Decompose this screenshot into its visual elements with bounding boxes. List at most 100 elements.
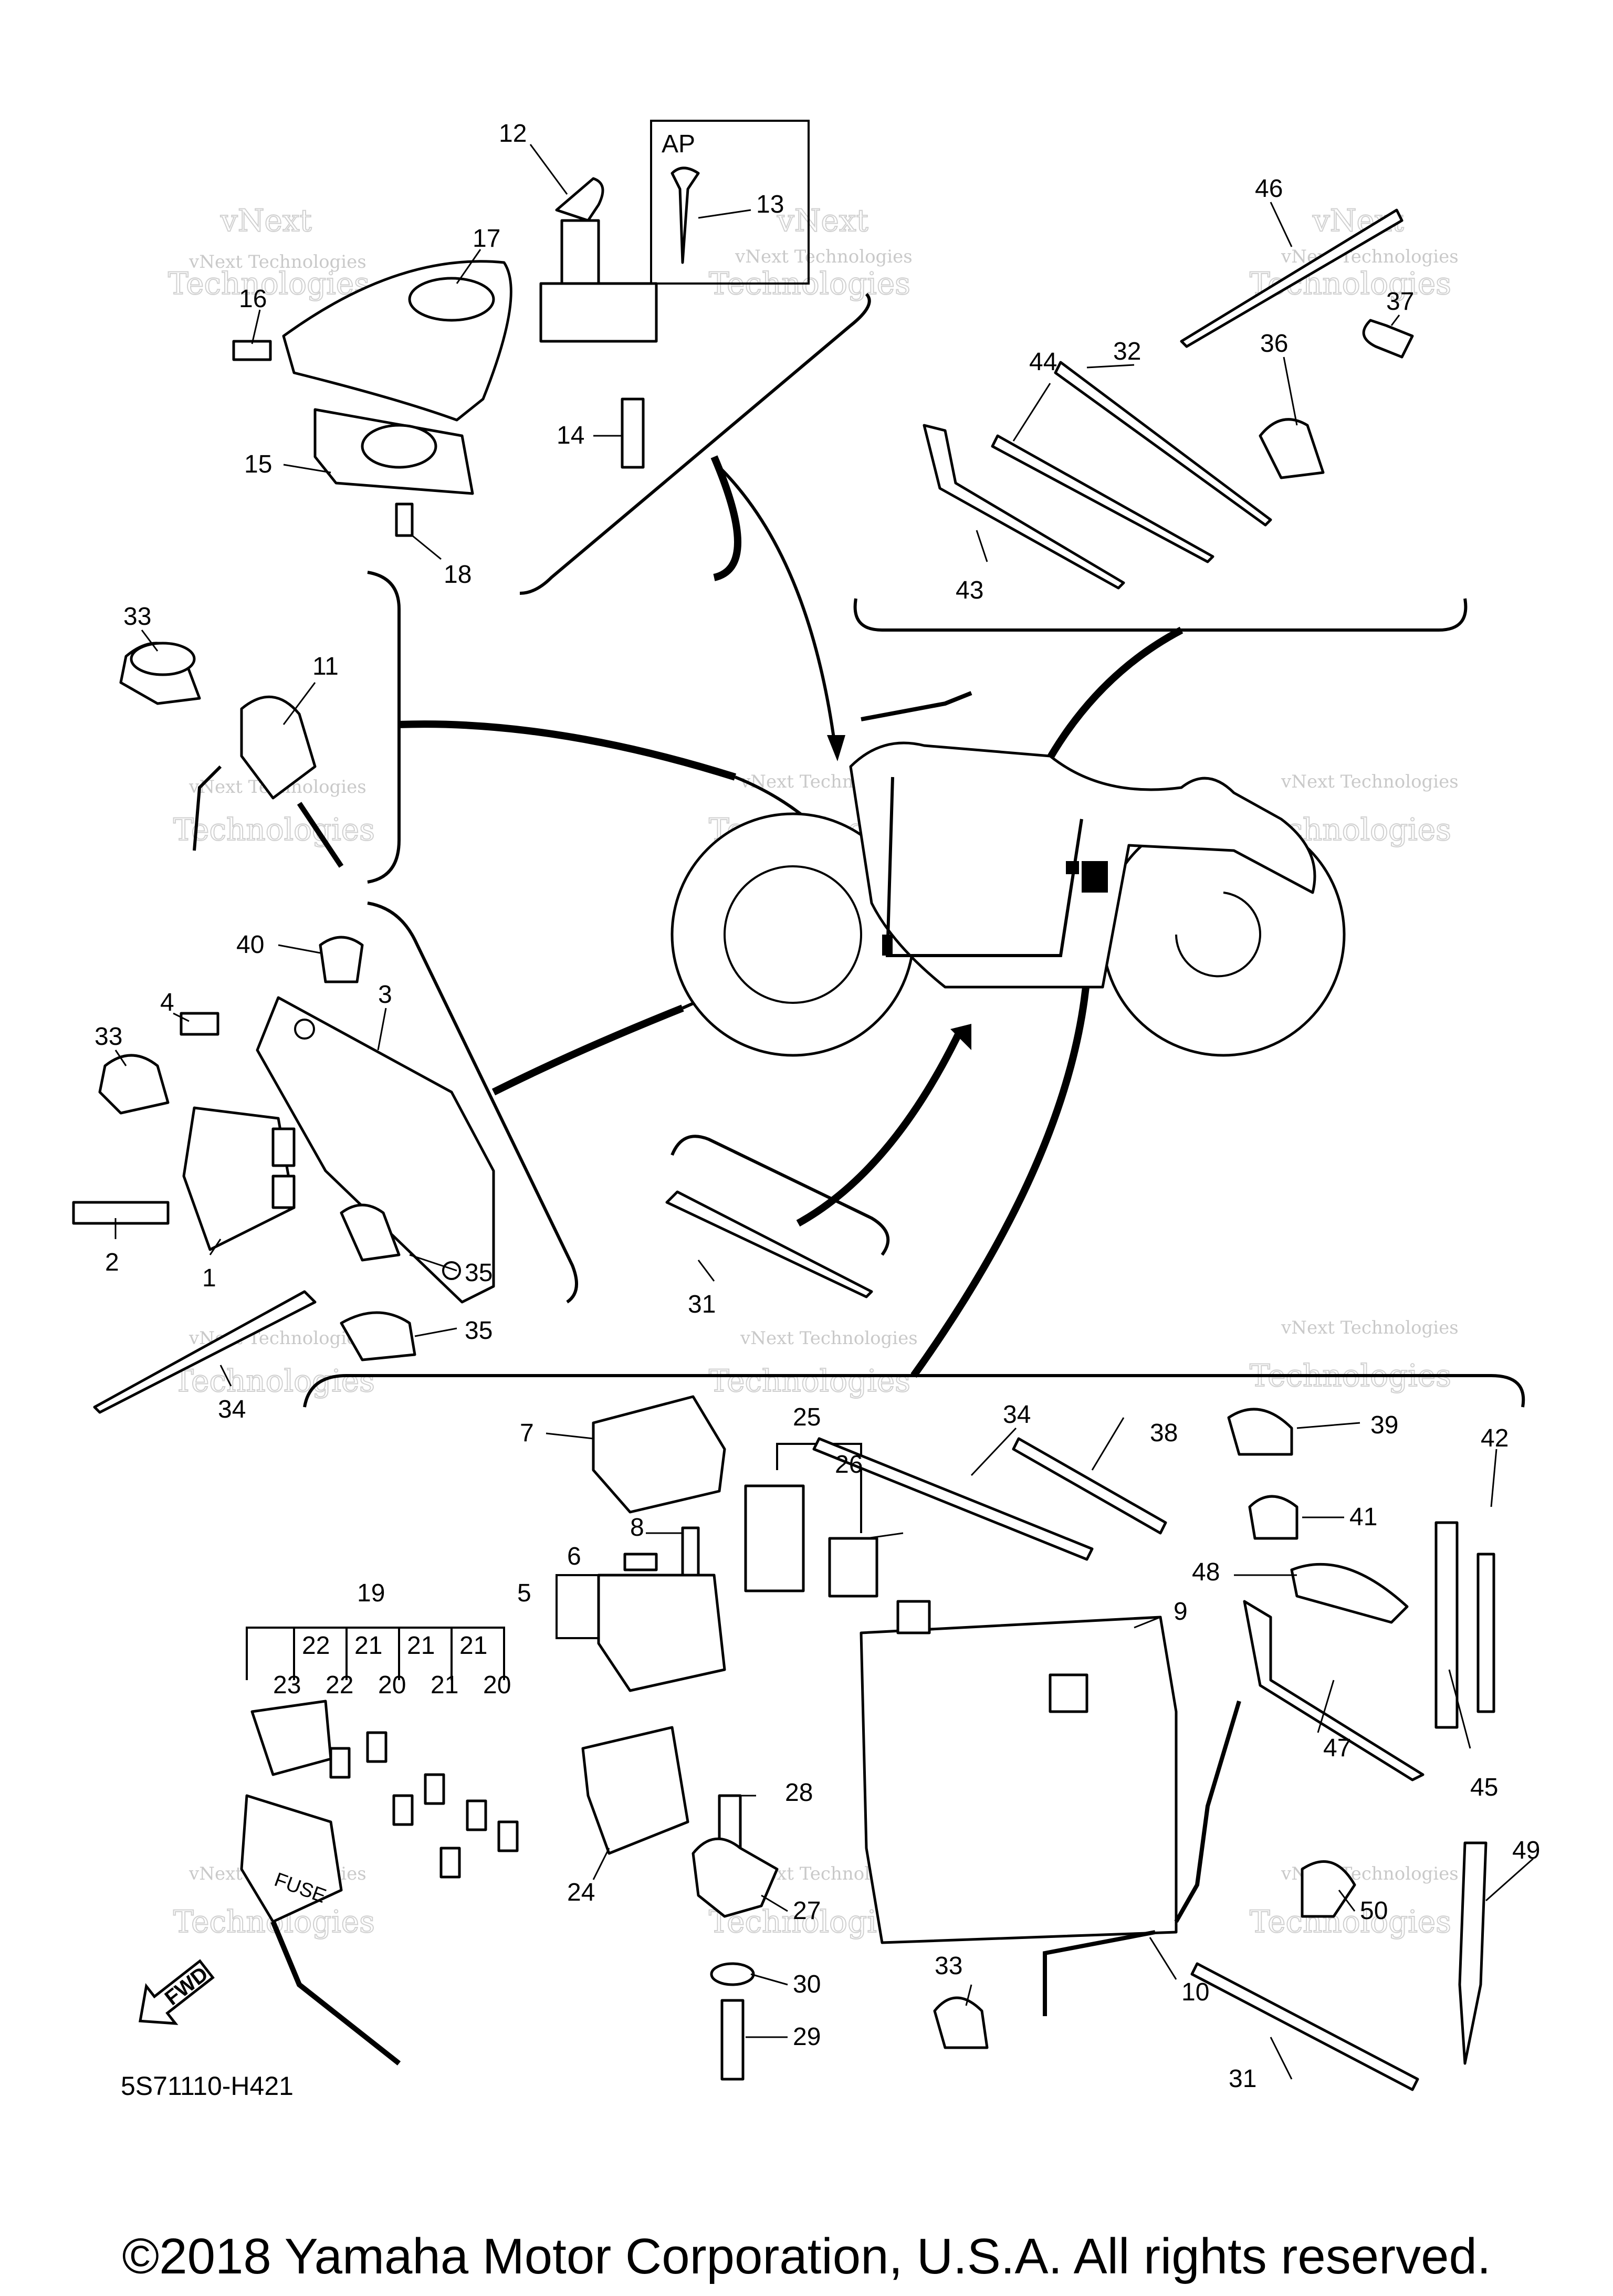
callout-30: 30 xyxy=(793,1970,821,1998)
fuse-box-wire xyxy=(270,1921,401,2066)
bracket-hole xyxy=(294,1019,315,1040)
cable-tie-49 xyxy=(1458,1841,1488,2065)
relay-25 xyxy=(744,1484,805,1592)
callout-37: 37 xyxy=(1386,288,1414,316)
cable-tie-46 xyxy=(1180,208,1403,348)
cable-tie-43 xyxy=(923,424,1125,590)
callout-36: 36 xyxy=(1260,330,1288,358)
callout-8: 8 xyxy=(630,1514,644,1542)
group-bracket-5 xyxy=(556,1574,599,1639)
arrowhead xyxy=(827,735,845,761)
clamp-48 xyxy=(1290,1563,1409,1624)
callout-33: 33 xyxy=(935,1952,962,1980)
callout-24: 24 xyxy=(567,1879,595,1906)
leader-line xyxy=(710,455,741,581)
callout-16: 16 xyxy=(239,285,267,313)
watermark: Technologies xyxy=(168,266,370,301)
wire-harness xyxy=(885,777,1083,957)
callout-33: 33 xyxy=(95,1023,122,1051)
callout-22: 22 xyxy=(302,1632,330,1660)
callout-20: 20 xyxy=(378,1671,406,1699)
callout-31: 31 xyxy=(688,1291,716,1318)
callout-7: 7 xyxy=(520,1419,534,1447)
callout-19: 19 xyxy=(357,1579,385,1607)
part-code: 5S71110-H421 xyxy=(121,2071,294,2101)
clamp-ring xyxy=(130,642,196,676)
callout-38: 38 xyxy=(1150,1419,1178,1447)
bolt-29 xyxy=(720,1999,745,2081)
relay-23 xyxy=(250,1700,332,1776)
fuse-6 xyxy=(623,1553,658,1571)
battery-marker xyxy=(1082,861,1108,893)
group-bracket-tie xyxy=(671,1135,890,1256)
callout-13: 13 xyxy=(756,191,784,218)
bracket-3 xyxy=(256,996,495,1304)
group-bracket-ignition xyxy=(519,292,871,595)
callout-11: 11 xyxy=(312,653,339,680)
cover-opening xyxy=(408,277,495,322)
clamp-36 xyxy=(1259,418,1325,479)
clamp-50 xyxy=(1301,1860,1356,1918)
bracket-27 xyxy=(692,1837,779,1918)
watermark: vNext Technologies xyxy=(1281,771,1459,792)
callout-31: 31 xyxy=(1229,2065,1256,2093)
callout-10: 10 xyxy=(1181,1978,1209,2006)
callout-3: 3 xyxy=(378,981,392,1009)
callout-2: 2 xyxy=(105,1249,119,1276)
clamp-35b xyxy=(340,1311,416,1361)
cable-tie-32 xyxy=(1054,361,1272,527)
callout-43: 43 xyxy=(956,576,983,604)
battery-group xyxy=(240,1395,1495,2091)
callout-26: 26 xyxy=(835,1451,863,1479)
washer-30 xyxy=(710,1962,755,1986)
callout-leaders xyxy=(114,144,1534,2080)
clamp-35a xyxy=(340,1203,401,1262)
callout-47: 47 xyxy=(1323,1734,1351,1762)
watermark: Technologies xyxy=(173,812,375,847)
callout-5: 5 xyxy=(517,1579,531,1607)
clamp-41 xyxy=(1248,1495,1298,1540)
callout-labels: 12 13 17 16 15 14 18 46 37 32 44 36 43 3… xyxy=(95,120,1540,2093)
callout-46: 46 xyxy=(1255,175,1283,203)
starter-relay-5 xyxy=(597,1574,726,1692)
fuse-22 xyxy=(329,1747,351,1779)
watermark: vNext Technologies xyxy=(188,251,366,272)
callout-21: 21 xyxy=(407,1632,435,1660)
fuse-20 xyxy=(392,1794,414,1826)
screw-18 xyxy=(395,502,414,537)
group-bracket-battery xyxy=(303,1374,1525,1408)
key-blank xyxy=(671,166,700,264)
cable-tie-34b xyxy=(812,1437,1094,1561)
group-bracket-19 xyxy=(246,1627,505,1680)
watermark: vNext Technologies xyxy=(1281,1317,1459,1338)
front-wheel-rim xyxy=(724,865,862,1004)
bolt-16 xyxy=(232,340,272,361)
battery-9 xyxy=(860,1616,1178,1944)
watermark: Technologies xyxy=(709,1363,910,1399)
watermark: Technologies xyxy=(173,1363,375,1399)
relay-marker xyxy=(1066,861,1079,874)
rectifier-regulator-1 xyxy=(182,1106,296,1251)
ignition-group: AP xyxy=(232,120,810,537)
group-bracket-regulator xyxy=(367,901,578,1304)
callout-6: 6 xyxy=(567,1543,581,1570)
callout-21: 21 xyxy=(431,1671,458,1699)
callout-35: 35 xyxy=(465,1259,493,1287)
leader-arrow xyxy=(713,460,836,746)
callout-28: 28 xyxy=(785,1779,813,1807)
leader-line xyxy=(796,1027,965,1227)
regulator-connector xyxy=(271,1127,296,1167)
battery-terminal xyxy=(1049,1673,1088,1713)
cable-tie-31b xyxy=(1190,1962,1419,2091)
callout-14: 14 xyxy=(557,422,584,449)
cover-7 xyxy=(592,1395,726,1514)
callout-29: 29 xyxy=(793,2023,821,2051)
callout-32: 32 xyxy=(1113,338,1141,365)
watermark: vNext xyxy=(220,203,312,238)
fuse-box-19 xyxy=(240,1794,343,1923)
main-switch-body xyxy=(539,282,658,343)
fuse-21 xyxy=(424,1773,445,1805)
callout-39: 39 xyxy=(1370,1411,1398,1439)
battery-lead-10 xyxy=(1043,1930,1156,2016)
main-switch-barrel xyxy=(560,219,600,296)
